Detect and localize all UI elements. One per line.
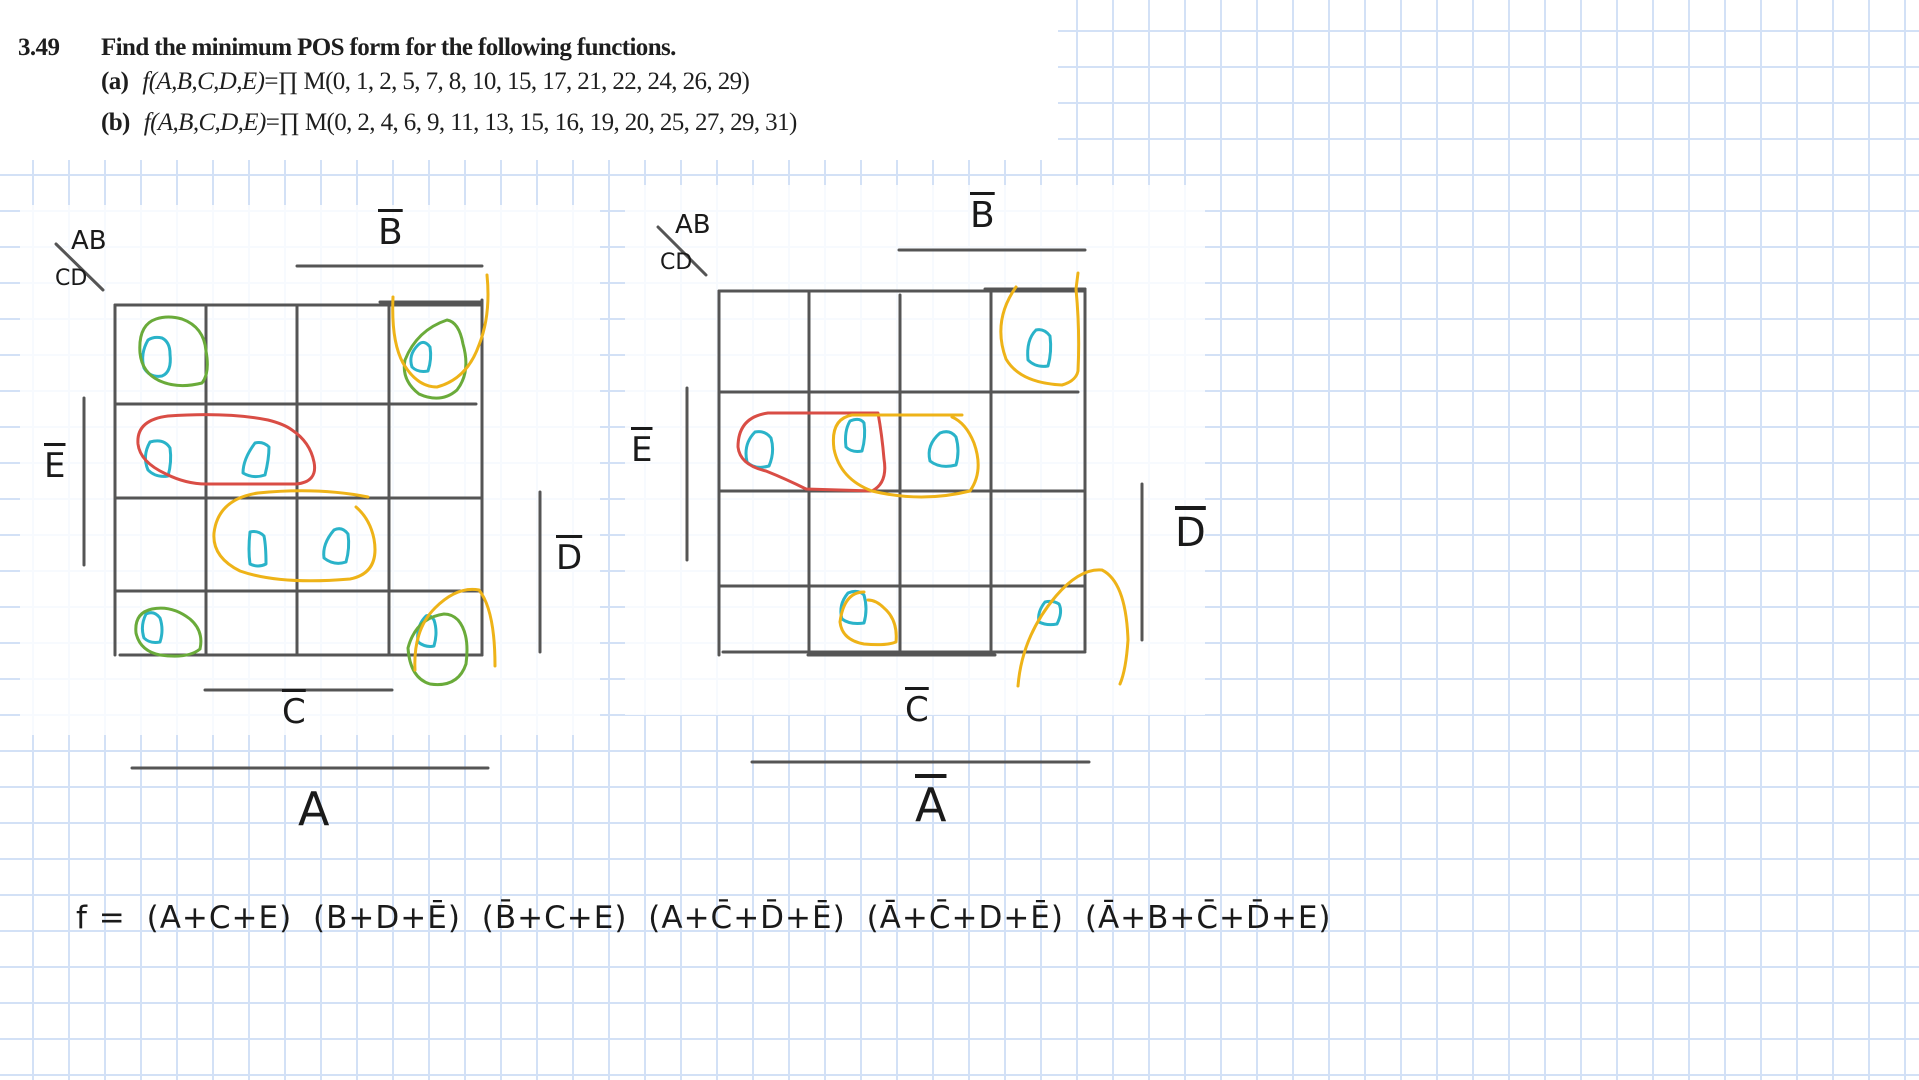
kmap-right-panel <box>625 185 1205 715</box>
formula-term: (B̄+C+E) <box>481 900 628 936</box>
zero-mark <box>140 611 164 644</box>
kmap-right-d-label: D <box>1175 510 1206 556</box>
group-red-outline <box>736 411 887 493</box>
group-yellow-outline <box>838 590 898 647</box>
zero-mark <box>744 430 775 469</box>
kmap-left-a-label: A <box>298 782 330 836</box>
group-green-outline <box>134 606 203 658</box>
zero-mark <box>409 340 433 373</box>
zero-mark <box>844 417 867 453</box>
formula-prefix: f = <box>76 900 126 936</box>
group-red-outline <box>136 413 317 486</box>
group-green-outline <box>402 318 468 400</box>
group-yellow-outline <box>413 587 497 672</box>
kmap-right-corner-top: AB <box>675 210 711 240</box>
group-yellow-outline <box>212 489 377 583</box>
kmap-left-corner-top: AB <box>71 226 107 256</box>
formula-term: (A+C̄+D̄+Ē) <box>648 900 846 936</box>
kmap-left-corner-bottom: CD <box>55 266 88 291</box>
part-a-operator: =∏ M <box>264 68 326 95</box>
part-b-function: f(A,B,C,D,E) <box>143 109 267 136</box>
kmap-left-e-label: E <box>44 446 66 486</box>
kmap-left-c-label: C <box>282 692 306 732</box>
formula-term: (Ā+B+C̄+D̄+E) <box>1084 900 1332 936</box>
part-a-function: f(A,B,C,D,E) <box>142 68 265 95</box>
zero-mark <box>1026 328 1053 368</box>
kmap-right-a-label: A <box>915 778 947 832</box>
part-b-operator: =∏ M <box>265 109 327 136</box>
kmap-left-panel <box>20 205 600 735</box>
zero-mark <box>322 527 351 565</box>
kmap-left-grid <box>113 298 484 657</box>
problem-part-b: (b) f(A,B,C,D,E)=∏ M(0, 2, 4, 6, 9, 11, 1… <box>101 109 797 137</box>
formula-term: (A+C+E) <box>146 900 293 936</box>
group-yellow-outline <box>391 273 490 389</box>
zero-mark <box>241 441 271 479</box>
part-b-label: (b) <box>101 109 130 136</box>
kmap-right-e-label: E <box>631 430 653 470</box>
group-green-outline <box>406 612 469 687</box>
zero-mark <box>927 430 960 468</box>
problem-statement-panel <box>0 0 1058 160</box>
group-green-outline <box>138 315 209 388</box>
formula-term: (B+D+Ē) <box>313 900 461 936</box>
kmap-right-corner-bottom: CD <box>660 250 693 275</box>
group-yellow-outline <box>831 413 980 499</box>
kmap-right-b-label: B <box>970 195 995 236</box>
part-a-label: (a) <box>101 68 129 95</box>
part-a-maxterms: (0, 1, 2, 5, 7, 8, 10, 15, 17, 21, 22, 2… <box>325 68 750 95</box>
kmap-left-corner-slash <box>54 242 105 292</box>
problem-number: 3.49 <box>18 34 60 61</box>
group-yellow-outline <box>999 271 1081 387</box>
kmap-left-b-label: B <box>378 212 403 253</box>
formula-term: (Ā+C̄+D+Ē) <box>866 900 1064 936</box>
problem-part-a: (a) f(A,B,C,D,E)=∏ M(0, 1, 2, 5, 7, 8, 10… <box>101 68 750 96</box>
kmap-right-corner-slash <box>656 225 708 277</box>
problem-title: Find the minimum POS form for the follow… <box>101 34 676 61</box>
zero-mark <box>1037 599 1063 627</box>
kmap-left-d-label: D <box>556 538 583 578</box>
group-yellow-outline <box>1016 568 1130 688</box>
zero-mark <box>247 530 268 568</box>
pos-result-formula: f = (A+C+E) (B+D+Ē) (B̄+C+E) (A+C̄+D̄+Ē)… <box>76 900 1342 936</box>
kmap-right-c-label: C <box>905 690 929 730</box>
part-b-maxterms: (0, 2, 4, 6, 9, 11, 13, 15, 16, 19, 20, … <box>326 109 797 136</box>
